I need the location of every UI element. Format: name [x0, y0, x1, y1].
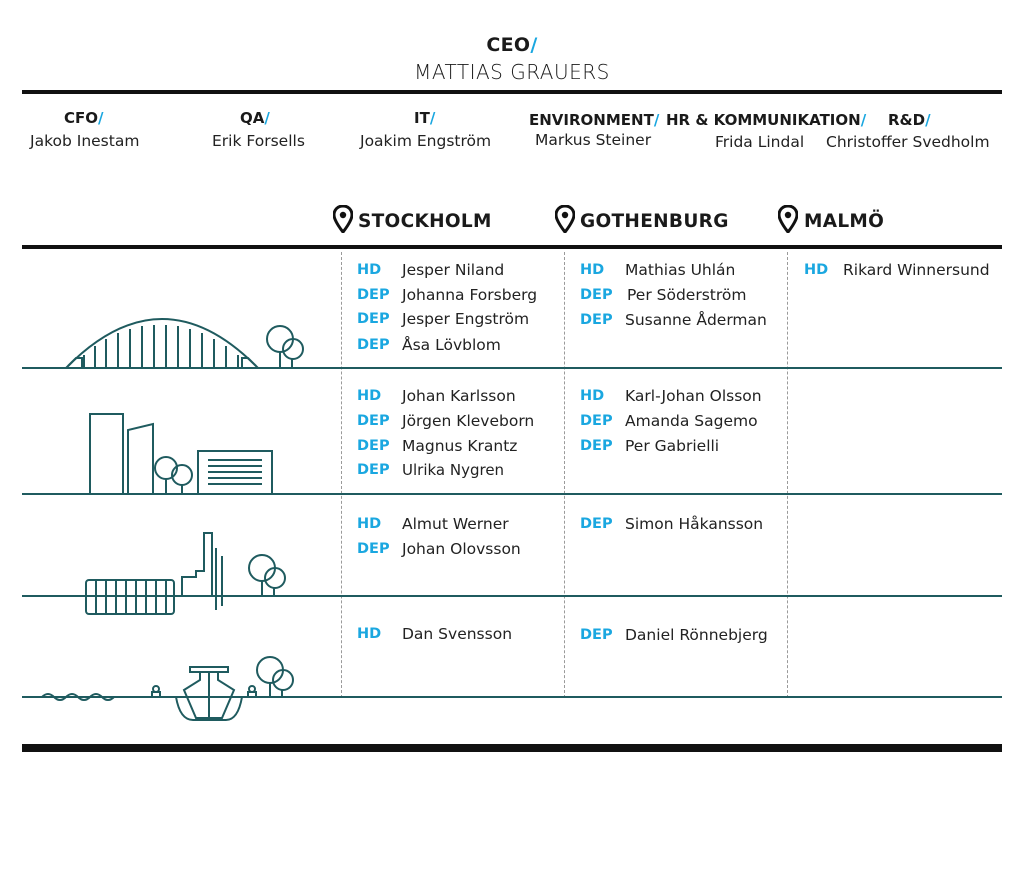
person-name: Mathias Uhlán [625, 261, 736, 279]
office-buildings-icon [89, 413, 273, 495]
row-divider [22, 493, 1002, 495]
bridge-icon [65, 318, 304, 369]
person-name: Per Söderström [627, 286, 747, 304]
row-divider [22, 367, 1002, 369]
dept-qa-name: Erik Forsells [212, 132, 305, 150]
column-separator [564, 252, 565, 698]
dept-cfo-title: CFO/ [64, 109, 104, 127]
dept-hr-title: HR & KOMMUNIKATION/ [666, 111, 867, 129]
footer-divider [22, 744, 1002, 752]
person-name: Daniel Rönnebjerg [625, 626, 768, 644]
location-pin-icon [778, 205, 798, 233]
role-badge: DEP [580, 627, 613, 643]
role-badge: HD [804, 262, 829, 278]
table-top-divider [22, 245, 1002, 249]
role-badge: DEP [580, 287, 613, 303]
dept-cfo-name: Jakob Inestam [30, 132, 140, 150]
role-badge: DEP [580, 516, 613, 532]
person-name: Jesper Engström [402, 310, 530, 328]
row-divider [22, 595, 1002, 597]
person-name: Åsa Lövblom [402, 336, 501, 354]
role-badge: DEP [580, 438, 613, 454]
person-name: Johan Olovsson [402, 540, 521, 558]
dept-it-title: IT/ [414, 109, 436, 127]
city-malmo: MALMÖ [804, 211, 885, 232]
ceo-title: CEO/ [486, 34, 538, 56]
role-badge: DEP [357, 413, 390, 429]
role-badge: DEP [357, 287, 390, 303]
person-name: Susanne Åderman [625, 311, 767, 329]
dept-hr-name: Frida Lindal [715, 133, 805, 151]
role-badge: HD [357, 626, 382, 642]
city-stockholm: STOCKHOLM [358, 211, 492, 232]
role-badge: DEP [580, 413, 613, 429]
city-gothenburg: GOTHENBURG [580, 211, 729, 232]
role-badge: HD [580, 262, 605, 278]
person-name: Jörgen Kleveborn [402, 412, 535, 430]
person-name: Per Gabrielli [625, 437, 720, 455]
role-badge: HD [357, 388, 382, 404]
dept-it-name: Joakim Engström [360, 132, 492, 150]
ceo-name: MATTIAS GRAUERS [414, 60, 610, 84]
person-name: Magnus Krantz [402, 437, 518, 455]
person-name: Ulrika Nygren [402, 461, 505, 479]
location-pin-icon [333, 205, 353, 233]
person-name: Jesper Niland [402, 261, 505, 279]
role-badge: DEP [357, 438, 390, 454]
role-badge: DEP [580, 312, 613, 328]
header-divider [22, 90, 1002, 94]
role-badge: DEP [357, 541, 390, 557]
person-name: Karl-Johan Olsson [625, 387, 762, 405]
column-separator [341, 252, 342, 698]
person-name: Almut Werner [402, 515, 509, 533]
role-badge: HD [357, 516, 382, 532]
dept-rd-title: R&D/ [888, 111, 931, 129]
role-badge: DEP [357, 462, 390, 478]
harbor-ship-icon [41, 656, 294, 721]
location-pin-icon [555, 205, 575, 233]
person-name: Johan Karlsson [402, 387, 516, 405]
role-badge: HD [580, 388, 605, 404]
dept-environment-title: ENVIRONMENT/ [529, 111, 660, 129]
column-separator [787, 252, 788, 698]
role-badge: HD [357, 262, 382, 278]
dept-qa-title: QA/ [240, 109, 270, 127]
dept-environment-name: Markus Steiner [535, 131, 652, 149]
role-badge: DEP [357, 311, 390, 327]
person-name: Amanda Sagemo [625, 412, 758, 430]
row-divider [22, 696, 1002, 698]
person-name: Simon Håkansson [625, 515, 764, 533]
dept-rd-name: Christoffer Svedholm [826, 133, 990, 151]
person-name: Johanna Forsberg [402, 286, 538, 304]
role-badge: DEP [357, 337, 390, 353]
person-name: Dan Svensson [402, 625, 513, 643]
person-name: Rikard Winnersund [843, 261, 990, 279]
industrial-plant-icon [85, 532, 286, 615]
